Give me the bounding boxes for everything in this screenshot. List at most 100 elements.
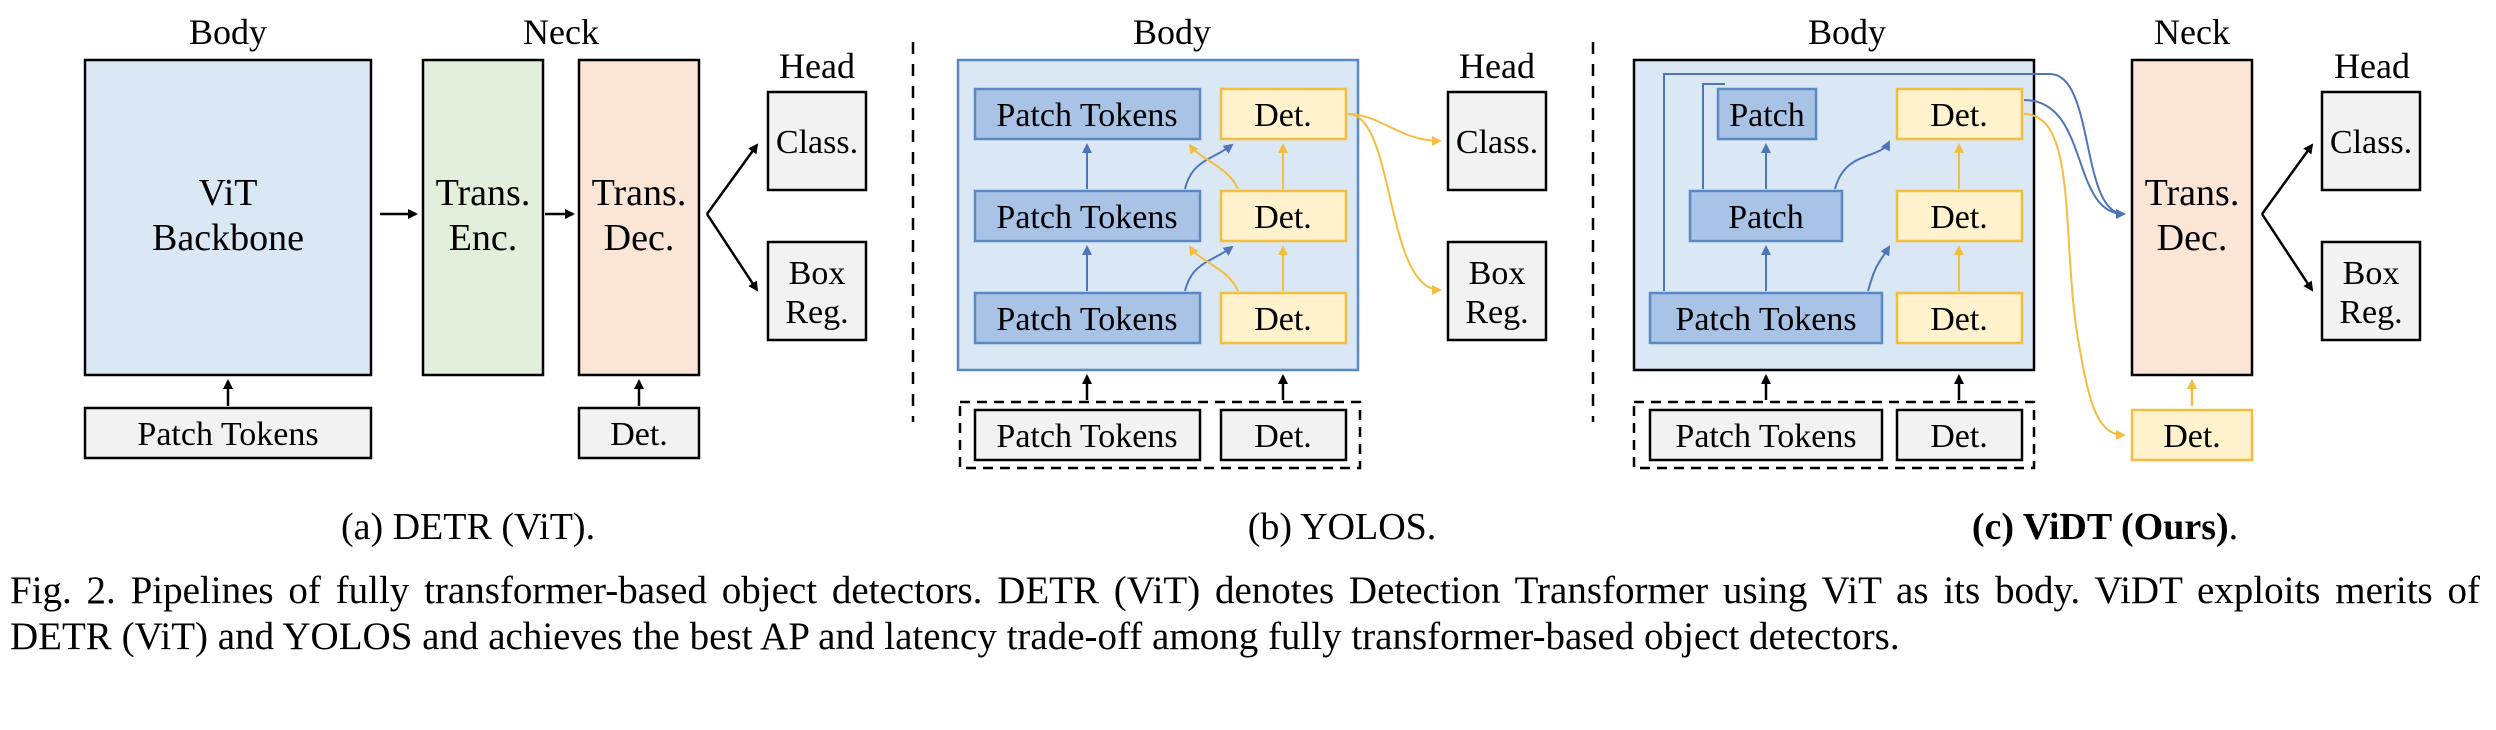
backbone-label-line1: ViT <box>199 172 258 214</box>
arrow-body-to-dec <box>2023 99 2126 219</box>
head-label: Head <box>1459 46 1535 86</box>
patch-top-label: Patch <box>1729 97 1805 134</box>
det-row2-label: Det. <box>1254 199 1312 236</box>
subcaption-c-bold: (c) ViDT (Ours) <box>1972 506 2229 548</box>
trans-enc-box <box>421 58 545 377</box>
det-input <box>577 406 701 460</box>
class-head-box <box>766 90 868 192</box>
det-row1 <box>1895 87 2024 141</box>
arrow-patch3-to-det2 <box>1184 245 1234 292</box>
dec-label-line2: Dec. <box>604 217 675 259</box>
det-row1-label: Det. <box>1930 97 1988 134</box>
arrow-skip-to-dec <box>2049 73 2125 215</box>
patch-tokens-row2-label: Patch Tokens <box>996 199 1177 236</box>
neck-label: Neck <box>523 12 599 52</box>
arrow-patch-mid-to-det1 <box>1834 140 1890 190</box>
enc-label-line2: Enc. <box>449 217 518 259</box>
input-patch-tokens-label: Patch Tokens <box>996 418 1177 455</box>
dec-label-line2: Dec. <box>2157 217 2228 259</box>
skip-line-outer <box>1663 73 2050 291</box>
patch-tokens-row1 <box>973 87 1202 141</box>
patch-tokens-row2 <box>973 189 1202 243</box>
arrow-dec-to-box <box>705 213 759 292</box>
input-patch-tokens <box>1648 408 1884 462</box>
class-head-label: Class. <box>776 124 858 161</box>
arrow-patch2-to-det1 <box>1184 143 1234 190</box>
panel-c: Body Neck Head Patch Patch Patch Tokens … <box>1632 12 2422 548</box>
trans-dec-box <box>577 58 701 377</box>
input-group-dashed <box>1632 400 2036 470</box>
subcaption-b: (b) YOLOS. <box>1248 506 1437 548</box>
class-head-label: Class. <box>2330 124 2412 161</box>
patch-tokens-bottom <box>1648 291 1884 345</box>
class-head-box <box>2320 90 2422 192</box>
head-label: Head <box>2334 46 2410 86</box>
class-head-label: Class. <box>1456 124 1538 161</box>
box-reg-head-box <box>766 240 868 342</box>
patch-mid-label: Patch <box>1728 199 1804 236</box>
patch-tokens-row3 <box>973 291 1202 345</box>
subcaption-a: (a) DETR (ViT). <box>341 506 595 548</box>
patch-tokens-row1-label: Patch Tokens <box>996 97 1177 134</box>
arrow-det1-to-neck-det <box>2023 113 2126 440</box>
arrow-tokens-to-det2 <box>1867 245 1891 292</box>
body-label: Body <box>1133 12 1211 52</box>
patch-tokens-bottom-label: Patch Tokens <box>1675 301 1856 338</box>
subcaption-c: (c) ViDT (Ours). <box>1972 506 2238 548</box>
dec-label-line1: Trans. <box>2145 172 2240 214</box>
class-head-box <box>1446 90 1548 192</box>
arrow-det2-to-patch1 <box>1188 143 1239 190</box>
neck-det-box <box>2130 408 2254 462</box>
panel-a: Body Neck Head ViT Backbone Trans. Enc. … <box>83 12 868 548</box>
input-det-label: Det. <box>1254 418 1312 455</box>
arrow-det3-to-patch2 <box>1188 245 1239 292</box>
patch-tokens-input-label: Patch Tokens <box>137 416 318 453</box>
arrow-dec-to-class <box>705 143 759 215</box>
patch-tokens-input <box>83 406 373 460</box>
input-det <box>1219 408 1348 462</box>
det-row3 <box>1895 291 2024 345</box>
input-patch-tokens-label: Patch Tokens <box>1675 418 1856 455</box>
det-row1 <box>1219 87 1348 141</box>
arrow-det1-to-class <box>1347 113 1442 146</box>
arrow-dec-to-class <box>2260 143 2314 215</box>
backbone-label-line2: Backbone <box>152 217 304 259</box>
arrow-det1-to-box <box>1347 113 1442 295</box>
box-reg-label-line1: Box <box>2343 255 2400 292</box>
box-reg-label-line1: Box <box>789 255 846 292</box>
det-row1-label: Det. <box>1254 97 1312 134</box>
input-group-dashed <box>958 400 1362 470</box>
input-det <box>1895 408 2024 462</box>
box-reg-head-box <box>1446 240 1548 342</box>
body-label: Body <box>189 12 267 52</box>
det-row3-label: Det. <box>1254 301 1312 338</box>
box-reg-label-line1: Box <box>1469 255 1526 292</box>
box-reg-head-box <box>2320 240 2422 342</box>
box-reg-label-line2: Reg. <box>785 294 848 331</box>
subcaption-c-tail: . <box>2229 506 2239 548</box>
head-label: Head <box>779 46 855 86</box>
patch-top <box>1716 87 1818 141</box>
trans-dec-box <box>2130 58 2254 377</box>
skip-line-inner <box>1702 83 1725 189</box>
figure-caption: Fig. 2. Pipelines of fully transformer-b… <box>10 569 2480 658</box>
det-row2 <box>1219 189 1348 243</box>
neck-det-label: Det. <box>2163 418 2221 455</box>
input-det-label: Det. <box>1930 418 1988 455</box>
det-row2-label: Det. <box>1930 199 1988 236</box>
body-label: Body <box>1808 12 1886 52</box>
panel-b: Body Head Patch Tokens Patch Tokens Patc… <box>956 12 1548 548</box>
dec-label-line1: Trans. <box>592 172 687 214</box>
det-row3 <box>1219 291 1348 345</box>
box-reg-label-line2: Reg. <box>2339 294 2402 331</box>
vit-backbone-box <box>83 58 373 377</box>
det-row2 <box>1895 189 2024 243</box>
input-patch-tokens <box>973 408 1202 462</box>
neck-label: Neck <box>2154 12 2230 52</box>
enc-label-line1: Trans. <box>436 172 531 214</box>
arrow-dec-to-box <box>2260 213 2314 292</box>
det-input-label: Det. <box>610 416 668 453</box>
box-reg-label-line2: Reg. <box>1465 294 1528 331</box>
patch-mid <box>1688 189 1844 243</box>
